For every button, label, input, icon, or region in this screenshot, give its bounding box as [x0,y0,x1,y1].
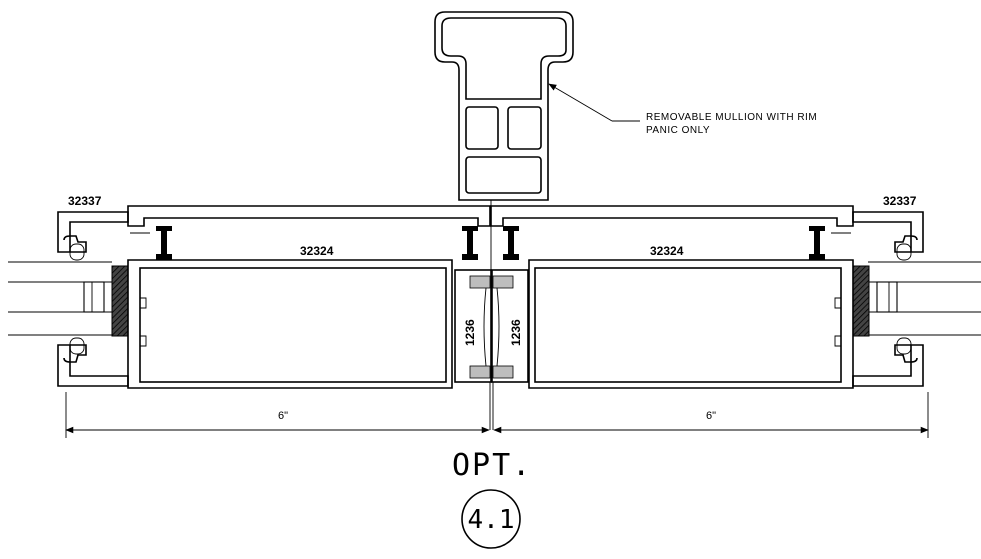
label-32324-right: 32324 [650,244,684,258]
label-32337-right: 32337 [883,194,917,208]
detail-bubble [461,489,521,549]
callout-line-2: PANIC ONLY [646,125,710,136]
label-32324-left: 32324 [300,244,334,258]
detail-number: 4.1 [468,505,515,535]
glass-right [868,261,981,336]
callout-line-1: REMOVABLE MULLION WITH RIM [646,112,817,123]
right-stile-32324 [490,205,854,389]
option-label: OPT. [452,448,532,483]
callout-leader [548,83,640,122]
dimension-lines [65,392,929,438]
right-frame-32337 [852,211,924,387]
label-32337-left: 32337 [68,194,102,208]
dimension-left: 6" [278,410,288,422]
removable-mullion [434,11,574,201]
left-stile-32324 [127,205,491,389]
left-frame-32337 [57,211,129,387]
dimension-right: 6" [706,410,716,422]
glass-left [8,261,112,336]
label-1236-left: 1236 [463,319,477,346]
label-1236-right: 1236 [509,319,523,346]
center-meeting-stiles-1236 [454,200,529,430]
